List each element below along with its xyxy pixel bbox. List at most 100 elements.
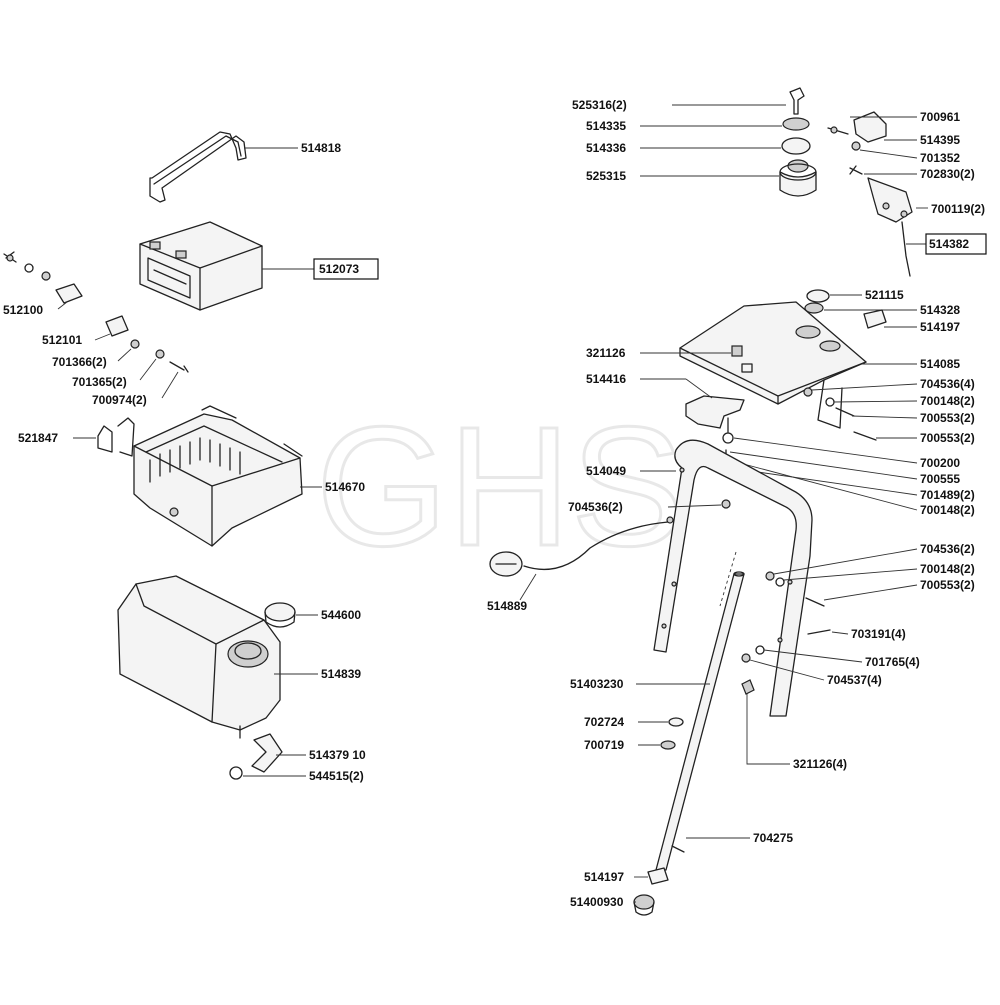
ground-cable — [489, 516, 674, 577]
leader-703191 — [831, 631, 849, 635]
label-700119: 700119(2) — [931, 202, 985, 216]
battery-strap — [149, 131, 247, 203]
label-704536a: 704536(4) — [920, 377, 975, 391]
cable-bracket — [685, 395, 745, 429]
leader-701365 — [139, 358, 157, 381]
label-701352: 701352 — [920, 151, 960, 165]
terminal-bolt-set — [3, 251, 51, 281]
leader-700553c — [823, 584, 918, 601]
label-box-512073 — [313, 258, 379, 280]
label-700148c: 700148(2) — [920, 562, 975, 576]
label-700961: 700961 — [920, 110, 960, 124]
fuel-cap — [264, 602, 296, 628]
clip-514197 — [863, 309, 887, 329]
label-512101: 512101 — [42, 333, 82, 347]
label-51403230: 51403230 — [570, 677, 624, 691]
throttle-knob — [827, 111, 887, 143]
leader-704536a — [811, 383, 918, 391]
battery-tray — [133, 405, 303, 547]
label-702830: 702830(2) — [920, 167, 975, 181]
bushing-702724 — [668, 717, 684, 727]
label-704275: 704275 — [753, 831, 793, 845]
washer-700719 — [660, 740, 676, 750]
label-525316: 525316(2) — [572, 98, 627, 112]
leader-700148b — [735, 461, 918, 511]
label-704537: 704537(4) — [827, 673, 882, 687]
steering-shaft — [655, 551, 745, 871]
terminal-cover-512101 — [105, 315, 129, 337]
label-514889: 514889 — [487, 599, 527, 613]
label-512100: 512100 — [3, 303, 43, 317]
leader-321126b — [746, 694, 790, 765]
terminal-cover-512100 — [55, 283, 83, 304]
label-701489: 701489(2) — [920, 488, 975, 502]
clip-321126 — [741, 679, 755, 695]
throttle-bracket — [867, 177, 913, 277]
label-514085: 514085 — [920, 357, 960, 371]
washer-center — [722, 432, 734, 444]
nut-704536-a — [803, 387, 813, 397]
bolt-700553-b — [853, 431, 877, 441]
label-514328: 514328 — [920, 303, 960, 317]
label-700553a: 700553(2) — [920, 411, 975, 425]
label-700553c: 700553(2) — [920, 578, 975, 592]
handle-bar — [653, 439, 813, 717]
grommet-521115 — [806, 289, 830, 303]
label-321126b: 321126(4) — [793, 757, 847, 771]
nut-704536-b — [721, 499, 731, 509]
label-514670: 514670 — [325, 480, 365, 494]
leader-704537 — [749, 659, 825, 681]
washer-701765 — [755, 645, 765, 655]
label-514839: 514839 — [321, 667, 361, 681]
label-512073: 512073 — [319, 262, 359, 276]
leader-701366 — [117, 348, 132, 362]
label-700148b: 700148(2) — [920, 503, 975, 517]
leader-700148a — [833, 400, 918, 403]
label-514382: 514382 — [929, 237, 969, 251]
leader-700555 — [729, 451, 918, 480]
label-514197b: 514197 — [584, 870, 624, 884]
leader-700974 — [161, 371, 179, 399]
leader-514416b — [685, 378, 713, 399]
dash-panel — [679, 301, 867, 429]
label-700200: 700200 — [920, 456, 960, 470]
ignition-switch — [779, 159, 817, 197]
leader-704536b — [667, 504, 722, 508]
nut-704537 — [741, 653, 751, 663]
label-514049: 514049 — [586, 464, 626, 478]
label-700719: 700719 — [584, 738, 624, 752]
label-700974: 700974(2) — [92, 393, 147, 407]
bolt-700974 — [169, 361, 189, 373]
switch-nut — [782, 117, 810, 131]
label-704536b: 704536(2) — [568, 500, 623, 514]
ignition-key — [789, 87, 805, 115]
leader-700148c — [783, 568, 918, 581]
label-704536c: 704536(2) — [920, 542, 975, 556]
label-703191: 703191(4) — [851, 627, 906, 641]
label-701366: 701366(2) — [52, 355, 107, 369]
label-514416: 514416 — [586, 372, 626, 386]
grommet-514328 — [804, 302, 824, 314]
clip-521847 — [97, 417, 135, 457]
leader-701352 — [859, 149, 918, 159]
battery — [139, 221, 263, 311]
leader-512100 — [57, 301, 68, 310]
label-521115: 521115 — [865, 288, 904, 302]
bolt-700553-c — [805, 597, 825, 607]
fuel-hose — [251, 733, 283, 773]
label-525315: 525315 — [586, 169, 626, 183]
nut-701366 — [130, 339, 140, 349]
label-51400930: 51400930 — [570, 895, 624, 909]
leader-514889 — [519, 573, 537, 601]
bushing-514197 — [647, 867, 669, 885]
label-514395: 514395 — [920, 133, 960, 147]
label-514818: 514818 — [301, 141, 341, 155]
label-521847: 521847 — [18, 431, 58, 445]
pinion-gear — [633, 894, 655, 916]
label-514335: 514335 — [586, 119, 626, 133]
bolt-700553-a — [835, 407, 855, 417]
label-700555: 700555 — [920, 472, 960, 486]
watermark-text: GHS — [316, 392, 684, 582]
screw-702830 — [849, 165, 863, 175]
